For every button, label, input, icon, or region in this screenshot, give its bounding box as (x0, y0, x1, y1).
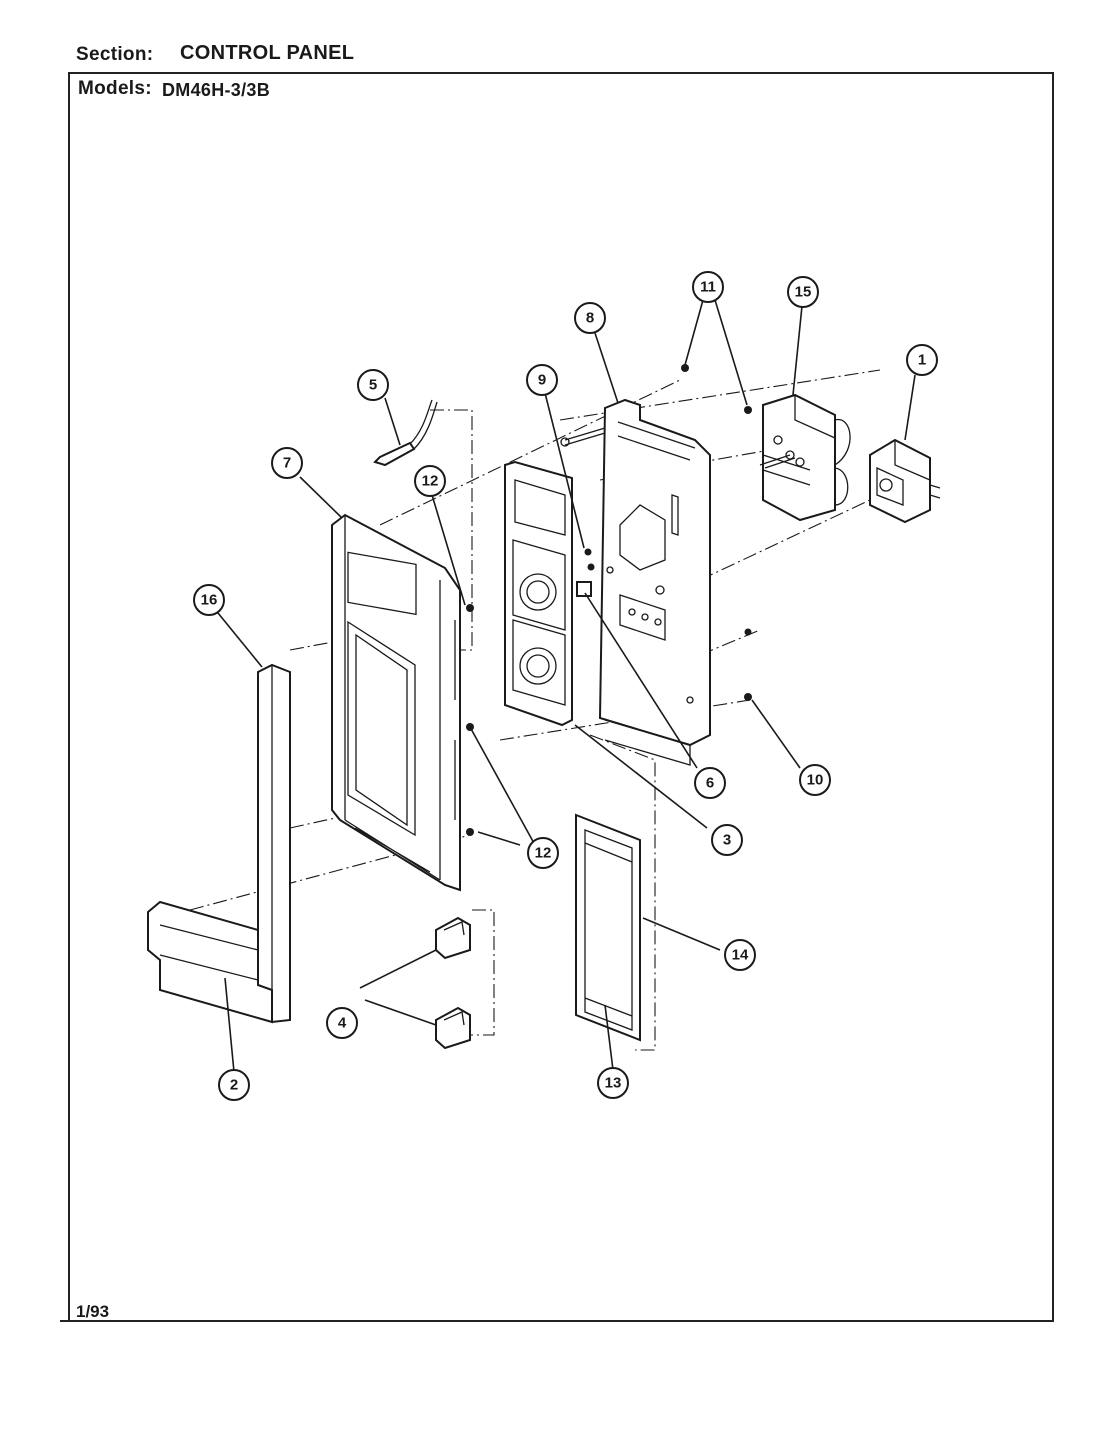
part-8-mounting-bracket (598, 398, 711, 766)
part-15-motor (762, 393, 851, 522)
callout-10: 10 (799, 764, 831, 796)
svg-text:6: 6 (706, 775, 714, 792)
callout-5: 5 (357, 369, 389, 401)
callout-11: 11 (692, 271, 724, 303)
svg-text:15: 15 (795, 284, 812, 301)
models-value: DM46H-3/3B (162, 80, 271, 100)
svg-text:1: 1 (918, 352, 926, 369)
callout-4: 4 (326, 1007, 358, 1039)
callout-14: 14 (724, 939, 756, 971)
part-14-insert (584, 829, 633, 1031)
callout-6: 6 (694, 767, 726, 799)
part-16-side-trim (257, 663, 291, 1024)
svg-text:16: 16 (201, 592, 218, 609)
svg-text:7: 7 (283, 455, 291, 472)
svg-text:12: 12 (535, 845, 552, 862)
leader-lines (217, 299, 916, 1073)
part-4-knob-lower (435, 1006, 471, 1050)
svg-text:11: 11 (700, 279, 716, 296)
part-1-switch (869, 438, 941, 524)
section-label: Section: (76, 44, 154, 65)
svg-text:4: 4 (338, 1015, 347, 1032)
svg-text:3: 3 (723, 832, 731, 849)
section-value: CONTROL PANEL (180, 42, 355, 64)
svg-text:8: 8 (586, 310, 594, 327)
footer-date: 1/93 (76, 1302, 110, 1321)
part-7-panel-frame (331, 513, 461, 892)
frame-bottom-rule (60, 1320, 1040, 1322)
svg-text:13: 13 (605, 1075, 622, 1092)
callout-12-middle: 12 (527, 837, 559, 869)
callout-3: 3 (711, 824, 743, 856)
svg-text:14: 14 (732, 947, 749, 964)
part-5-rod (373, 399, 438, 467)
svg-text:5: 5 (369, 377, 377, 394)
callout-7: 7 (271, 447, 303, 479)
callout-1: 1 (906, 344, 938, 376)
svg-text:2: 2 (230, 1077, 238, 1094)
screw-hardware (466, 364, 796, 836)
callout-13: 13 (597, 1067, 629, 1099)
part-2-bottom-trim (147, 900, 273, 1024)
part-13-cover-plate (575, 813, 641, 1042)
callout-8: 8 (574, 302, 606, 334)
callout-2: 2 (218, 1069, 250, 1101)
part-3-control-pad (504, 460, 573, 727)
callout-15: 15 (787, 276, 819, 308)
svg-text:12: 12 (422, 473, 439, 490)
svg-text:9: 9 (538, 372, 546, 389)
callout-9: 9 (526, 364, 558, 396)
svg-text:10: 10 (807, 772, 824, 789)
part-4-knob-upper (435, 916, 471, 960)
models-label: Models: (78, 78, 152, 99)
callout-12-upper: 12 (414, 465, 446, 497)
callout-16: 16 (193, 584, 225, 616)
